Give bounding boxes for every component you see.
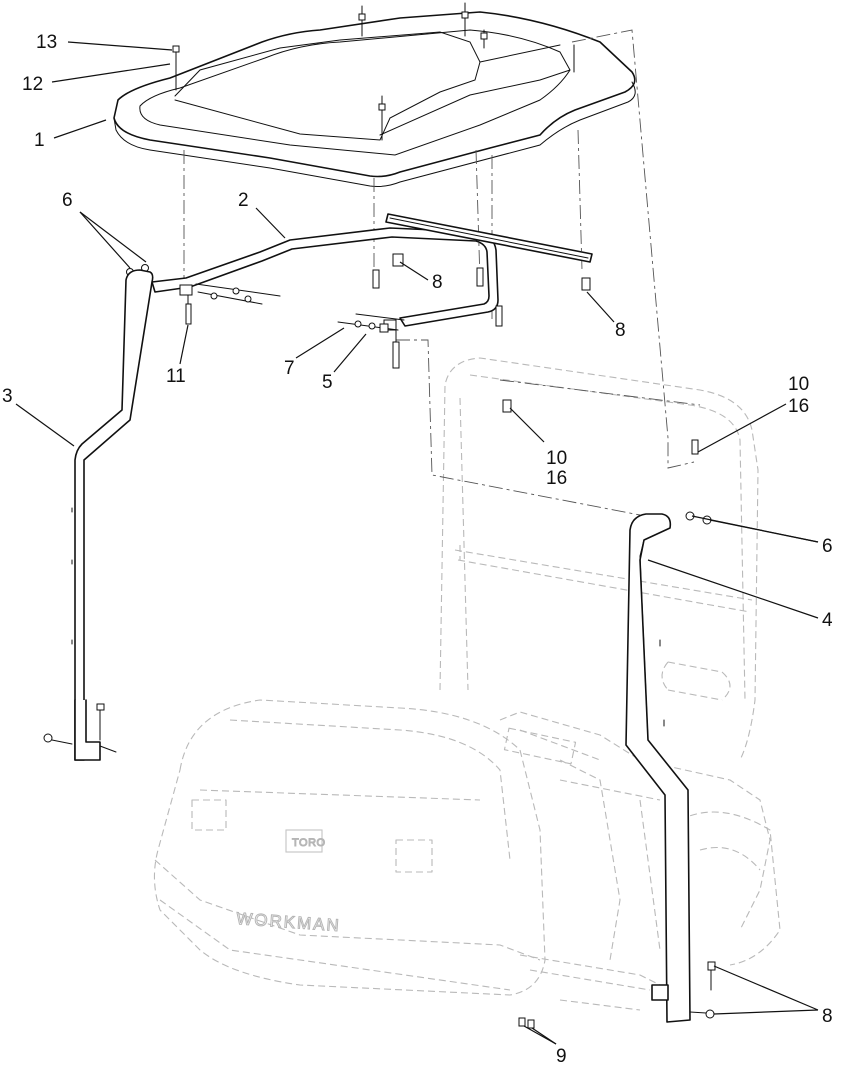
vehicle-tail-light-right <box>395 839 433 873</box>
callout-3: 3 <box>2 386 13 407</box>
vehicle-hood <box>153 699 546 996</box>
vehicle-side-panel <box>559 759 661 961</box>
header-bar-tube <box>151 227 499 327</box>
callout-5: 5 <box>322 372 333 393</box>
vehicle-chassis <box>519 954 681 1011</box>
callout-9: 9 <box>556 1046 567 1067</box>
vehicle-seat-area <box>499 711 771 931</box>
callout-16-right: 16 <box>788 396 809 417</box>
hardware-right <box>337 313 405 333</box>
vehicle-badge-box <box>285 829 323 853</box>
right-post-tube <box>625 513 691 1023</box>
vehicle-cylinder <box>661 661 731 701</box>
canopy-outer-shell <box>113 11 636 178</box>
canopy-rear-lip <box>379 44 571 136</box>
callout-8-header: 8 <box>432 272 443 293</box>
left-post-tube <box>74 269 154 761</box>
canopy-roof <box>113 2 636 187</box>
insert-nut-1 <box>392 253 404 267</box>
vehicle-bumper <box>154 859 541 991</box>
hardware-top-right <box>502 399 699 455</box>
callout-6-right: 6 <box>822 536 833 557</box>
front-header-bar <box>151 213 593 369</box>
vehicle-rops-frame <box>439 357 759 761</box>
callout-1: 1 <box>34 130 45 151</box>
vehicle-crossbar <box>454 545 753 613</box>
callout-16-mid: 16 <box>546 468 567 489</box>
callout-10-right: 10 <box>788 374 809 395</box>
callout-8-strip: 8 <box>615 320 626 341</box>
vehicle-badge-text: TORO <box>292 837 326 849</box>
right-post-foot-bracket <box>651 984 669 1001</box>
callout-11: 11 <box>166 366 186 387</box>
vehicle-tail-light-left <box>191 799 227 831</box>
canopy-top-bolts <box>172 2 575 141</box>
left-front-post <box>43 269 154 761</box>
callout-8-bottom: 8 <box>822 1006 833 1027</box>
leader-lines <box>15 41 819 1045</box>
left-post-foot-bracket <box>74 699 101 761</box>
canopy-inner-rim <box>139 29 571 156</box>
callout-7: 7 <box>284 358 295 379</box>
callout-12: 12 <box>22 74 43 95</box>
callout-4: 4 <box>822 610 833 631</box>
vehicle-fender <box>679 811 781 966</box>
vehicle-hood-inner <box>199 719 511 861</box>
callout-labels: 13 12 1 6 2 8 8 11 7 5 3 10 16 10 16 6 4… <box>2 32 833 1067</box>
vehicle-hood-lettering: WORKMAN <box>236 909 342 935</box>
callout-6-top: 6 <box>62 190 73 211</box>
callout-10-mid: 10 <box>546 448 567 469</box>
insert-nut-2 <box>581 277 591 291</box>
canopy-edge-thickness <box>113 81 636 187</box>
callout-13: 13 <box>36 32 57 53</box>
callout-2: 2 <box>238 190 249 211</box>
header-left-bracket <box>179 284 193 296</box>
